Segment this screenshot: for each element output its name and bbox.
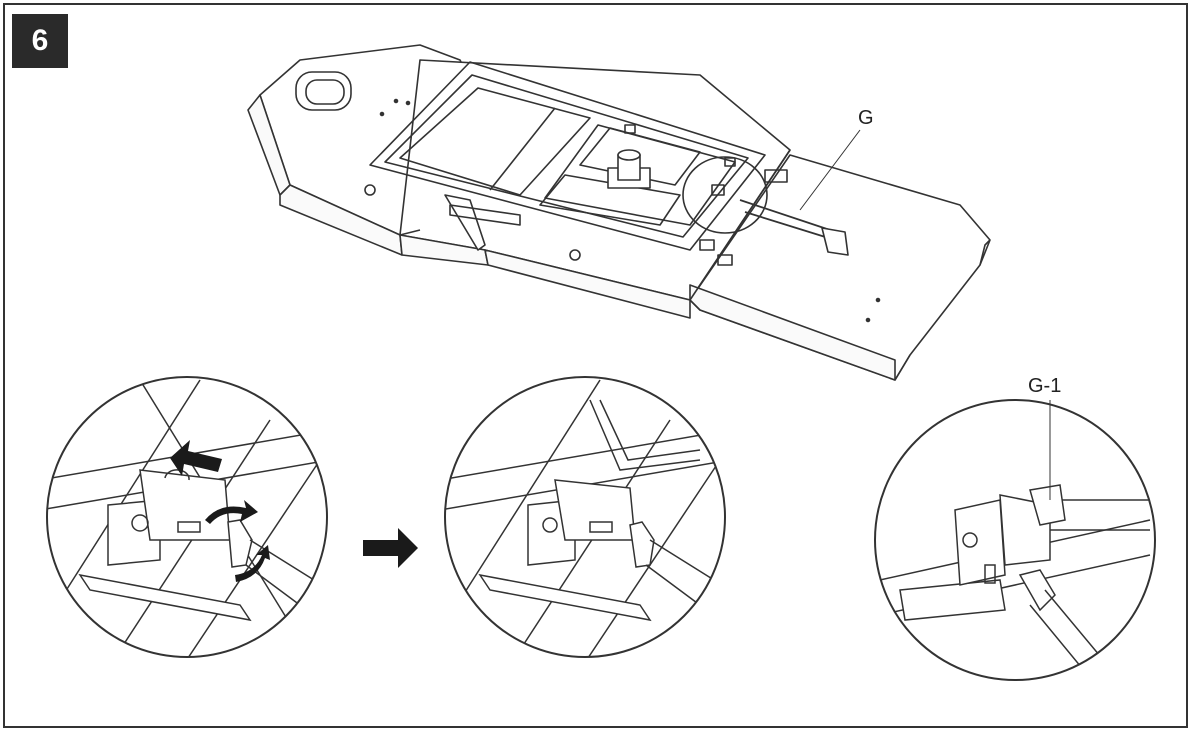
step-number-badge: 6 (12, 14, 68, 68)
bed-frame-drawing (247, 44, 991, 381)
rotate-arrow-lower-icon (235, 545, 270, 582)
detail-view-g1-screw (874, 399, 1156, 681)
arrow-left-icon (170, 440, 222, 476)
label-g: G (858, 107, 874, 129)
detail-view-tightened (444, 376, 726, 658)
detail-view-loosen (46, 376, 328, 658)
label-g1: G-1 (1028, 375, 1061, 397)
page-frame (3, 3, 1188, 728)
rotate-arrow-icon (205, 500, 258, 524)
next-step-arrow-icon (363, 528, 418, 568)
